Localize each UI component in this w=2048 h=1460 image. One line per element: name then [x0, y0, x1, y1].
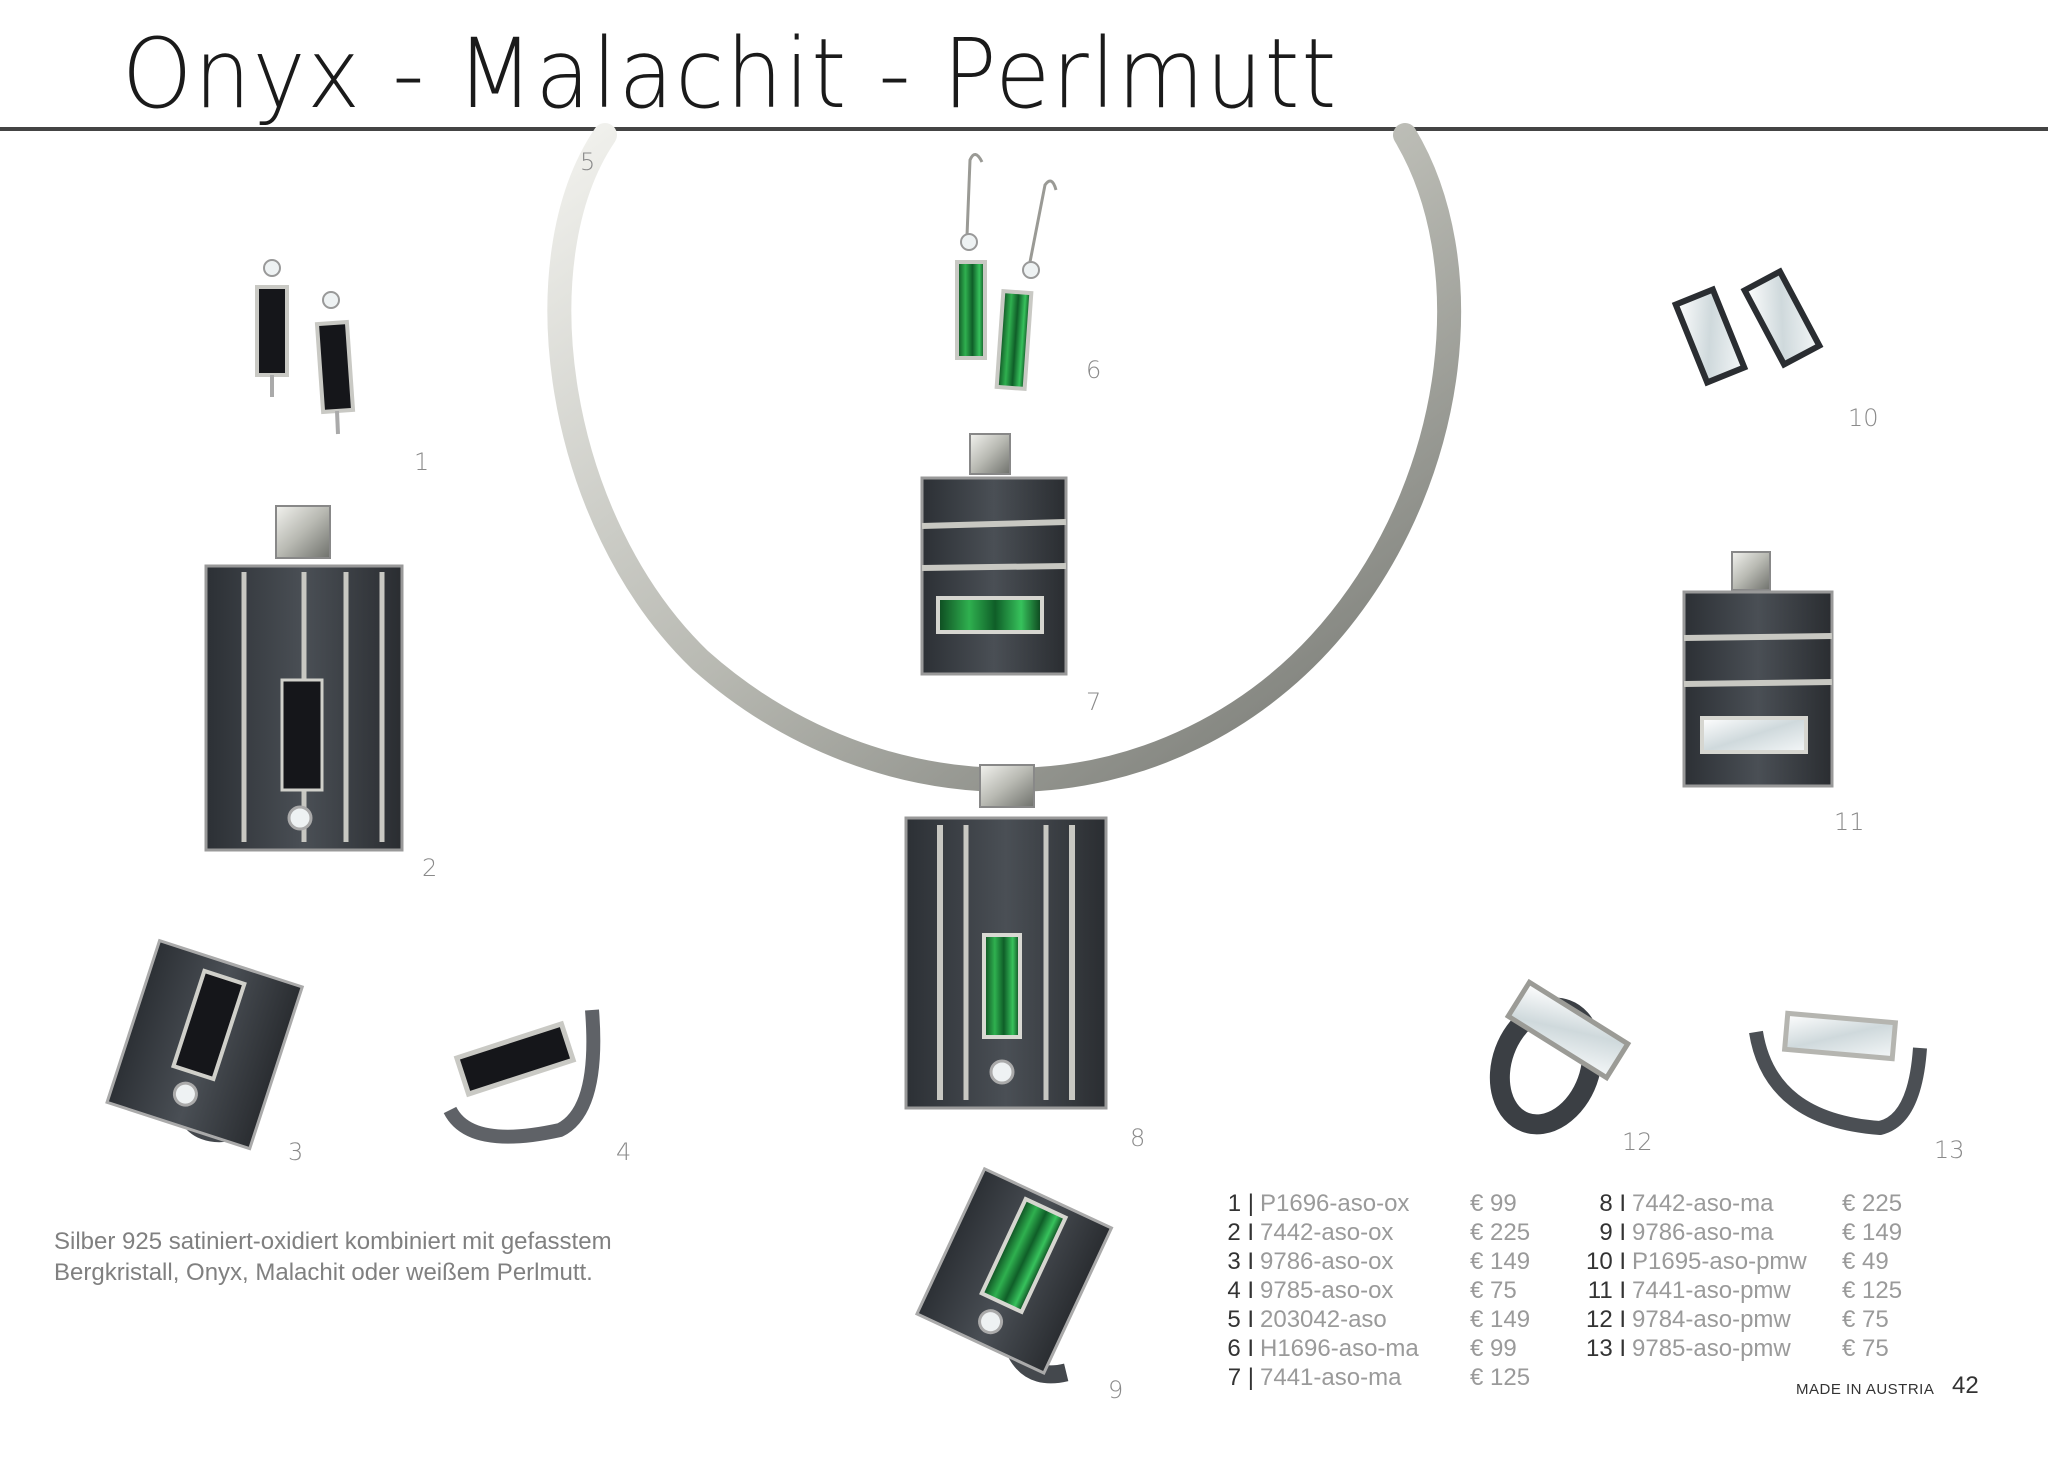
price-row: 13 I 9785-aso-pmw € 75 [1568, 1334, 1952, 1363]
price-index: 13 I [1585, 1335, 1626, 1362]
price-index: 11 I [1587, 1277, 1626, 1304]
price-index: 3 I [1227, 1248, 1254, 1275]
price-row: 7 | 7441-aso-ma € 125 [1196, 1363, 1580, 1392]
item-number-3: 3 [288, 1138, 304, 1166]
item-number-7: 7 [1086, 688, 1102, 716]
description-line: Silber 925 satiniert-oxidiert kombiniert… [54, 1228, 612, 1255]
product-description: Silber 925 satiniert-oxidiert kombiniert… [54, 1226, 694, 1288]
article-price: € 75 [1842, 1306, 1889, 1333]
price-index: 10 I [1585, 1248, 1626, 1275]
article-code: 9786-aso-ma [1632, 1219, 1774, 1246]
price-index: 12 I [1585, 1306, 1626, 1333]
price-row: 1 | P1696-aso-ox € 99 [1196, 1189, 1580, 1218]
item-number-6: 6 [1086, 356, 1102, 384]
article-code: H1696-aso-ma [1260, 1335, 1419, 1362]
price-index: 8 I [1599, 1190, 1626, 1217]
article-price: € 149 [1842, 1219, 1903, 1246]
article-price: € 149 [1470, 1248, 1531, 1275]
made-in-austria: MADE IN AUSTRIA [1796, 1381, 1935, 1398]
item-number-8: 8 [1130, 1124, 1146, 1152]
article-code: 9785-aso-pmw [1632, 1335, 1791, 1362]
price-row: 5 I 203042-aso € 149 [1196, 1305, 1580, 1334]
article-price: € 225 [1470, 1219, 1531, 1246]
ring-malachite-9 [914, 1166, 1114, 1384]
article-code: 7442-aso-ox [1260, 1219, 1394, 1246]
price-row: 8 I 7442-aso-ma € 225 [1568, 1189, 1952, 1218]
pendant-onyx-2 [204, 505, 404, 852]
price-row: 4 I 9785-aso-ox € 75 [1196, 1276, 1580, 1305]
price-row: 3 I 9786-aso-ox € 149 [1196, 1247, 1580, 1276]
price-index: 7 | [1227, 1364, 1254, 1391]
price-row: 11 I 7441-aso-pmw € 125 [1568, 1276, 1952, 1305]
article-price: € 75 [1842, 1335, 1889, 1362]
earrings-malachite-6 [955, 153, 1058, 391]
item-number-2: 2 [422, 854, 438, 882]
price-row: 9 I 9786-aso-ma € 149 [1568, 1218, 1952, 1247]
article-code: P1696-aso-ox [1260, 1190, 1410, 1217]
price-list-left: 1 | P1696-aso-ox € 99 2 I 7442-aso-ox € … [1196, 1189, 1580, 1392]
price-index: 4 I [1227, 1277, 1254, 1304]
item-number-13: 13 [1934, 1136, 1965, 1164]
price-index: 6 I [1227, 1335, 1254, 1362]
pendant-malachite-7 [920, 433, 1068, 676]
article-code: 7441-aso-ma [1260, 1364, 1402, 1391]
ring-pearl-13 [1749, 1010, 1927, 1136]
price-list-right: 8 I 7442-aso-ma € 225 9 I 9786-aso-ma € … [1568, 1189, 1952, 1363]
article-price: € 49 [1842, 1248, 1889, 1275]
item-number-11: 11 [1834, 808, 1865, 836]
page-title: Onyx - Malachit - Perlmutt [122, 18, 1339, 130]
article-code: 9786-aso-ox [1260, 1248, 1394, 1275]
item-number-12: 12 [1622, 1128, 1653, 1156]
article-code: 7441-aso-pmw [1632, 1277, 1791, 1304]
article-price: € 225 [1842, 1190, 1903, 1217]
item-number-9: 9 [1108, 1376, 1124, 1404]
article-price: € 125 [1842, 1277, 1903, 1304]
price-row: 10 I P1695-aso-pmw € 49 [1568, 1247, 1952, 1276]
article-price: € 99 [1470, 1190, 1517, 1217]
pendant-malachite-8 [904, 764, 1108, 1110]
pendant-pearl-11 [1682, 551, 1834, 788]
article-code: 7442-aso-ma [1632, 1190, 1774, 1217]
price-row: 12 I 9784-aso-pmw € 75 [1568, 1305, 1952, 1334]
article-price: € 125 [1470, 1364, 1531, 1391]
item-number-10: 10 [1848, 404, 1879, 432]
article-code: 9784-aso-pmw [1632, 1306, 1791, 1333]
item-number-5: 5 [580, 148, 596, 176]
article-code: 203042-aso [1260, 1306, 1387, 1333]
studs-pearl-10 [1671, 267, 1824, 387]
item-number-4: 4 [616, 1138, 632, 1166]
article-code: P1695-aso-pmw [1632, 1248, 1807, 1275]
ring-pearl-12 [1489, 978, 1632, 1135]
article-code: 9785-aso-ox [1260, 1277, 1394, 1304]
ring-onyx-4 [443, 1009, 601, 1144]
price-index: 5 I [1227, 1306, 1254, 1333]
price-row: 2 I 7442-aso-ox € 225 [1196, 1218, 1580, 1247]
price-index: 1 | [1227, 1190, 1254, 1217]
description-line: Bergkristall, Onyx, Malachit oder weißem… [54, 1259, 593, 1286]
title-rule [0, 127, 2048, 131]
price-row: 6 I H1696-aso-ma € 99 [1196, 1334, 1580, 1363]
ring-onyx-3 [105, 938, 305, 1151]
article-price: € 75 [1470, 1277, 1517, 1304]
price-index: 2 I [1227, 1219, 1254, 1246]
earrings-onyx-1 [255, 259, 356, 435]
price-index: 9 I [1599, 1219, 1626, 1246]
article-price: € 149 [1470, 1306, 1531, 1333]
page-number: 42 [1952, 1372, 1979, 1399]
item-number-1: 1 [414, 448, 430, 476]
article-price: € 99 [1470, 1335, 1517, 1362]
